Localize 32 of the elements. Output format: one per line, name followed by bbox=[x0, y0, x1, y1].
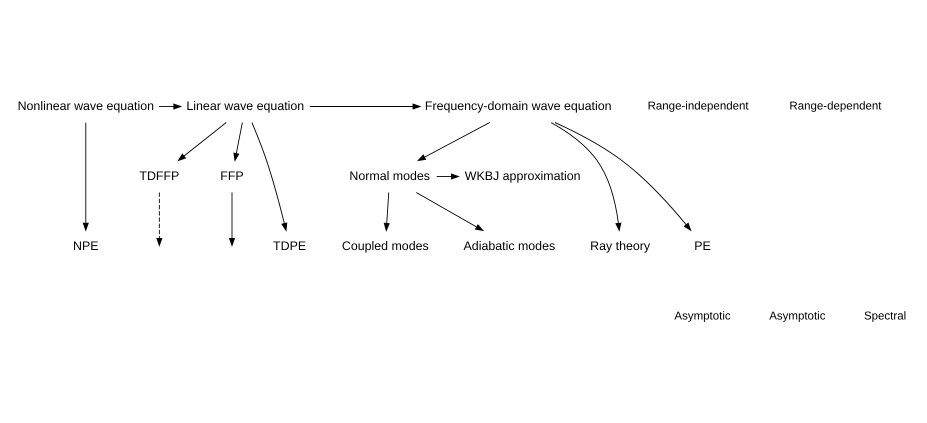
arrow bbox=[156, 192, 162, 247]
arrow bbox=[158, 103, 182, 110]
node-text: Linear wave equation bbox=[186, 98, 304, 113]
node-text: Adiabatic modes bbox=[464, 238, 556, 253]
node-text: Normal modes bbox=[349, 168, 430, 183]
label: Range-independent bbox=[648, 100, 749, 113]
arrow bbox=[309, 103, 422, 110]
arrow bbox=[416, 122, 490, 162]
arrow bbox=[251, 122, 288, 232]
arrow bbox=[82, 122, 89, 232]
node-text: TDPE bbox=[273, 238, 306, 253]
node-text: PE bbox=[694, 238, 711, 253]
node-text: FFP bbox=[220, 168, 244, 183]
arrow bbox=[416, 192, 484, 232]
arrow bbox=[177, 122, 227, 162]
node-text: Ray theory bbox=[590, 238, 650, 253]
arrow bbox=[436, 173, 460, 180]
node-text: Coupled modes bbox=[342, 238, 429, 253]
label: Asymptotic bbox=[769, 310, 826, 323]
node-text: Frequency-domain wave equation bbox=[424, 98, 612, 113]
arrow bbox=[233, 122, 243, 162]
label: Asymptotic bbox=[674, 310, 731, 323]
node-text: TDFFP bbox=[139, 168, 180, 183]
arrow bbox=[228, 192, 236, 247]
arrow bbox=[554, 122, 692, 232]
node-text: NPE bbox=[73, 238, 99, 253]
label: Spectral bbox=[864, 310, 906, 323]
arrow bbox=[550, 122, 622, 232]
label: Range-dependent bbox=[789, 100, 882, 113]
node-text: WKBJ approximation bbox=[464, 168, 580, 183]
arrow bbox=[384, 192, 390, 232]
node-text: Nonlinear wave equation bbox=[18, 98, 154, 113]
